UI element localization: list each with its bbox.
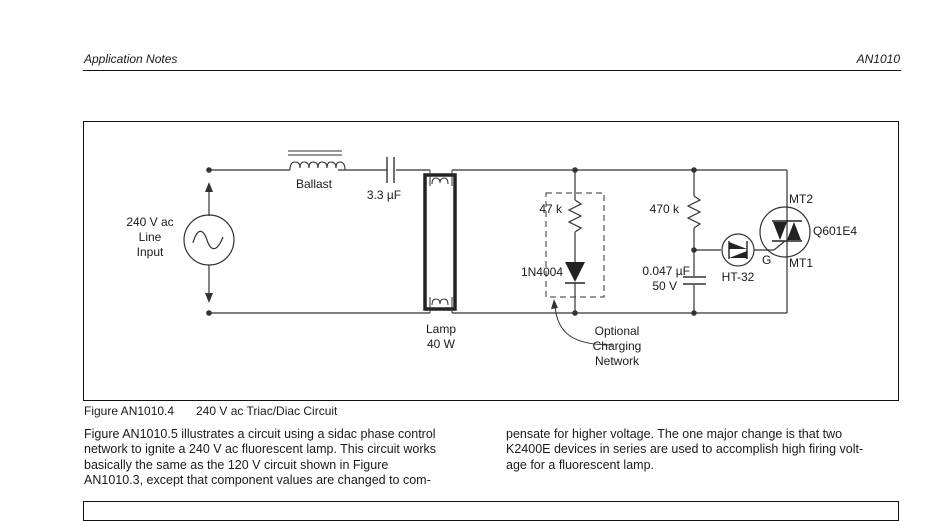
- sine-wave-icon: [192, 230, 224, 250]
- body-line: K2400E devices in series are used to acc…: [506, 442, 864, 457]
- fluorescent-lamp-icon: [423, 170, 457, 313]
- mt2-label: MT2: [789, 192, 813, 206]
- figure-frame: [83, 121, 899, 401]
- optional-label-3: Network: [595, 354, 640, 368]
- figure-caption: Figure AN1010.4 240 V ac Triac/Diac Circu…: [84, 404, 337, 418]
- lamp-label-1: Lamp: [426, 322, 456, 336]
- cap1-label: 3.3 µF: [367, 188, 401, 202]
- source-label-2: Line: [139, 230, 162, 244]
- diode-label: 1N4004: [521, 265, 563, 279]
- diode-icon: [565, 262, 585, 282]
- diac-icon: [721, 233, 774, 267]
- arrow-icon: [551, 299, 558, 309]
- capacitor-icon: [386, 157, 395, 183]
- terminal-dot: [206, 310, 212, 316]
- arrow-up-icon: [205, 182, 213, 192]
- charging-network: [545, 167, 613, 346]
- pointer-curve: [554, 304, 613, 346]
- figure-number: Figure AN1010.4: [84, 404, 175, 418]
- body-line: basically the same as the 120 V circuit …: [84, 457, 389, 472]
- header-rule: [83, 70, 901, 71]
- resistor-icon: [567, 199, 583, 233]
- running-header-section: Application Notes: [84, 52, 178, 66]
- running-header-doc-id: AN1010: [856, 52, 900, 66]
- cap2-label-1: 0.047 µF: [642, 264, 690, 278]
- cap2-label-2: 50 V: [652, 279, 677, 293]
- arrow-down-icon: [205, 293, 213, 303]
- ballast-label: Ballast: [296, 177, 333, 191]
- r2-label: 470 k: [650, 202, 680, 216]
- mt1-label: MT1: [789, 256, 813, 270]
- gate-label: G: [762, 253, 771, 267]
- resistor-icon: [686, 195, 702, 229]
- optional-label-2: Charging: [593, 339, 642, 353]
- terminal-dot: [206, 167, 212, 173]
- triac-icon: [759, 170, 811, 313]
- body-column-1: Figure AN1010.5 illustrates a circuit us…: [84, 427, 489, 488]
- figure-title: 240 V ac Triac/Diac Circuit: [196, 404, 338, 418]
- lamp-label-2: 40 W: [427, 337, 456, 351]
- filament-icon: [431, 177, 449, 185]
- circuit-diagram: 240 V ac Line Input Ballast 3.3 µF Lamp …: [126, 150, 857, 368]
- diac-label: HT-32: [722, 270, 755, 284]
- body-line: network to ignite a 240 V ac fluorescent…: [84, 442, 437, 457]
- r1-label: 47 k: [539, 202, 563, 216]
- rc-network: [683, 167, 721, 316]
- body-line: Figure AN1010.5 illustrates a circuit us…: [84, 427, 436, 441]
- next-figure-frame: [83, 501, 899, 521]
- body-line: age for a fluorescent lamp.: [506, 457, 654, 472]
- body-line: pensate for higher voltage. The one majo…: [506, 427, 843, 441]
- source-label-1: 240 V ac: [126, 215, 173, 229]
- body-line: AN1010.3, except that component values a…: [84, 472, 431, 487]
- body-column-2: pensate for higher voltage. The one majo…: [506, 427, 906, 473]
- ballast-inductor-icon: [288, 150, 346, 171]
- filament-icon: [431, 298, 449, 306]
- dashed-box: [545, 192, 605, 298]
- optional-label-1: Optional: [595, 324, 640, 338]
- source-label-3: Input: [137, 245, 164, 259]
- ac-source-icon: [183, 167, 235, 316]
- triac-label: Q601E4: [813, 224, 857, 238]
